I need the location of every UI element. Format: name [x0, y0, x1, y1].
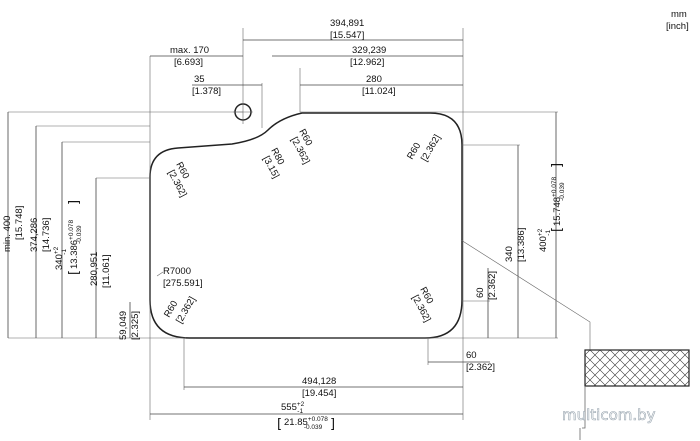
sink-outline [149, 112, 463, 339]
dim-hole-offset-mm: 35 [194, 74, 205, 85]
dim-340-bracket-open: [ [67, 270, 82, 275]
dim-374-mm: 374,286 [29, 218, 40, 252]
dim-straight-top-inch: [11.024] [362, 86, 396, 97]
dim-min-height-mm: min. 400 [2, 216, 13, 252]
unit-secondary-label: [inch] [666, 21, 689, 32]
radius-r7000-inch: [275.591] [163, 278, 203, 289]
dim-bottom-555-mm: 555+2-1 [281, 401, 305, 415]
dim-top-span-inch: [12.962] [350, 57, 384, 68]
radius-r7000-leader [156, 271, 164, 277]
dim-right-400-bracket-close: ] [550, 163, 565, 168]
dim-hole-offset-inch: [1.378] [192, 86, 221, 97]
dim-overall-width-inch: [15.547] [330, 30, 364, 41]
dim-bottom-555-inch: 21.85+0.078-0.039 [284, 416, 328, 431]
dim-340-bracket-close: ] [67, 200, 82, 205]
dim-top-span-mm: 329,239 [352, 45, 386, 56]
dim-bottom-494-inch: [19.454] [302, 388, 336, 399]
dim-min-height-inch: [15.748] [14, 206, 25, 240]
dim-374-inch: [14.736] [41, 218, 52, 252]
dim-340-mm: 340+2-1 [53, 246, 68, 270]
radius-r60-bottom-left-inch: [2.362] [174, 295, 198, 326]
section-leader [460, 239, 591, 350]
dim-straight-top-mm: 280 [366, 74, 382, 85]
dim-bottom-offset-mm: 59,049 [118, 311, 129, 340]
dim-right-400-inch: 15.748+0.078-0.039 [551, 176, 566, 226]
countertop-section [584, 349, 690, 387]
dim-right-340-inch: [13.386] [516, 228, 527, 262]
sink-edge-section [579, 386, 586, 440]
dim-right-400-mm: 400+2-1 [537, 228, 552, 252]
dim-right-340-mm: 340 [504, 246, 515, 262]
dim-bottom-494-mm: 494,128 [302, 376, 336, 387]
dim-340-inch: 13.386+0.078-0.039 [68, 219, 83, 269]
dim-max-offset-inch: [6.693] [174, 57, 203, 68]
dim-280-inch: [11.061] [101, 254, 112, 288]
dim-bottom-60-mm: 60 [466, 350, 477, 361]
dim-bottom-offset-inch: [2.325] [130, 311, 141, 340]
dim-280-mm: 280,951 [89, 252, 100, 286]
dim-right-400-bracket-open: [ [550, 227, 565, 232]
dim-overall-width-mm: 394,891 [330, 18, 364, 29]
dim-max-offset-mm: max. 170 [170, 45, 209, 56]
dim-bottom-60-inch: [2.362] [466, 362, 495, 373]
unit-primary-label: mm [671, 9, 687, 20]
watermark: multicom.by [562, 406, 656, 424]
dim-bottom-555-bracket-close: ] [330, 417, 335, 432]
dim-right-60-inch: [2.362] [487, 271, 498, 300]
dim-bottom-555-bracket-open: [ [277, 417, 282, 432]
radius-r60-top-right-inch: [2.362] [419, 133, 443, 164]
dim-right-60-mm: 60 [475, 287, 486, 298]
radius-r7000-mm: R7000 [163, 266, 191, 277]
